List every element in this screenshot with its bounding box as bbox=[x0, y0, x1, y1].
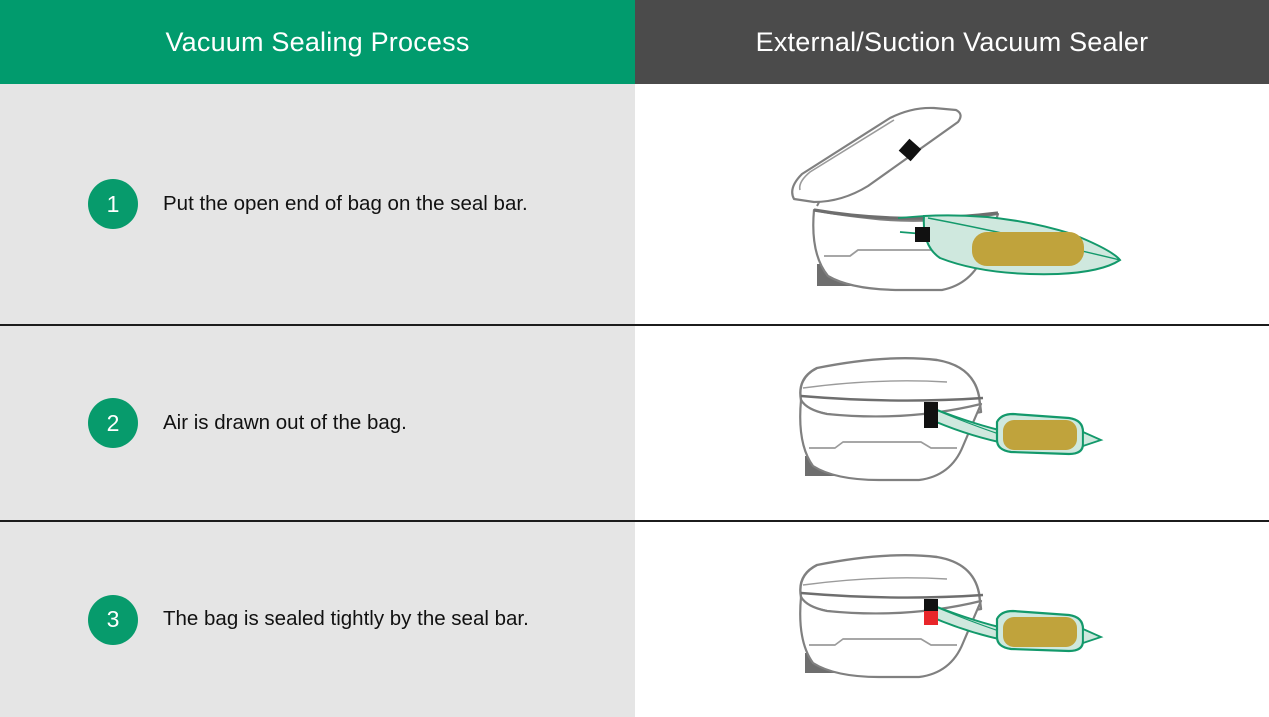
indicator-black-upper-icon bbox=[924, 402, 938, 416]
step-description-cell: 3 The bag is sealed tightly by the seal … bbox=[0, 522, 635, 717]
bag-food-contents bbox=[972, 232, 1084, 266]
machine-front-panel-line bbox=[809, 441, 957, 449]
vacuum-bag-tail bbox=[1082, 627, 1104, 644]
vacuum-bag-tail bbox=[1082, 430, 1104, 448]
machine-lid-open bbox=[791, 106, 962, 204]
indicator-red-sealing-icon bbox=[924, 610, 938, 625]
machine-lid-seam-upper bbox=[802, 576, 948, 586]
machine-lid-inner-line bbox=[798, 119, 895, 191]
indicator-black-lower-icon bbox=[924, 414, 938, 428]
header-cell-process: Vacuum Sealing Process bbox=[0, 0, 635, 84]
table-row: 3 The bag is sealed tightly by the seal … bbox=[0, 520, 1269, 717]
step-description-text: The bag is sealed tightly by the seal ba… bbox=[163, 607, 529, 631]
machine-lid-seam-lower bbox=[800, 591, 984, 599]
step-number-badge: 3 bbox=[88, 594, 138, 645]
vacuum-sealer-lid-open-illustration bbox=[791, 106, 1122, 292]
header-cell-sealer-type: External/Suction Vacuum Sealer bbox=[635, 0, 1269, 84]
lid-indicator-diamond-icon bbox=[898, 138, 922, 162]
header-title-process: Vacuum Sealing Process bbox=[165, 26, 470, 57]
table-row: 2 Air is drawn out of the bag. bbox=[0, 324, 1269, 520]
body-indicator-black-icon bbox=[915, 227, 930, 242]
header-title-sealer-type: External/Suction Vacuum Sealer bbox=[755, 26, 1149, 57]
illustration-cell bbox=[635, 326, 1269, 520]
illustration-cell bbox=[635, 522, 1269, 717]
table-header-row: Vacuum Sealing Process External/Suction … bbox=[0, 0, 1269, 84]
machine-front-panel-line bbox=[809, 637, 957, 646]
step-description-cell: 1 Put the open end of bag on the seal ba… bbox=[0, 84, 635, 324]
vacuum-sealer-sealing-illustration bbox=[799, 553, 1104, 678]
table-row: 1 Put the open end of bag on the seal ba… bbox=[0, 84, 1269, 324]
step-number-badge: 1 bbox=[88, 179, 138, 229]
bag-food-contents bbox=[1003, 616, 1077, 647]
machine-lid-seam-lower bbox=[800, 394, 984, 402]
machine-lid-seam-upper bbox=[802, 380, 948, 389]
step-description-text: Air is drawn out of the bag. bbox=[163, 410, 407, 434]
table-body: 1 Put the open end of bag on the seal ba… bbox=[0, 84, 1269, 717]
indicator-black-upper-icon bbox=[924, 598, 938, 613]
bag-food-contents bbox=[1003, 420, 1077, 450]
vacuum-sealer-lid-closed-illustration bbox=[799, 357, 1104, 482]
step-number-badge: 2 bbox=[88, 398, 138, 448]
step-description-cell: 2 Air is drawn out of the bag. bbox=[0, 326, 635, 520]
step-description-text: Put the open end of bag on the seal bar. bbox=[163, 191, 528, 215]
illustration-cell bbox=[635, 84, 1269, 324]
